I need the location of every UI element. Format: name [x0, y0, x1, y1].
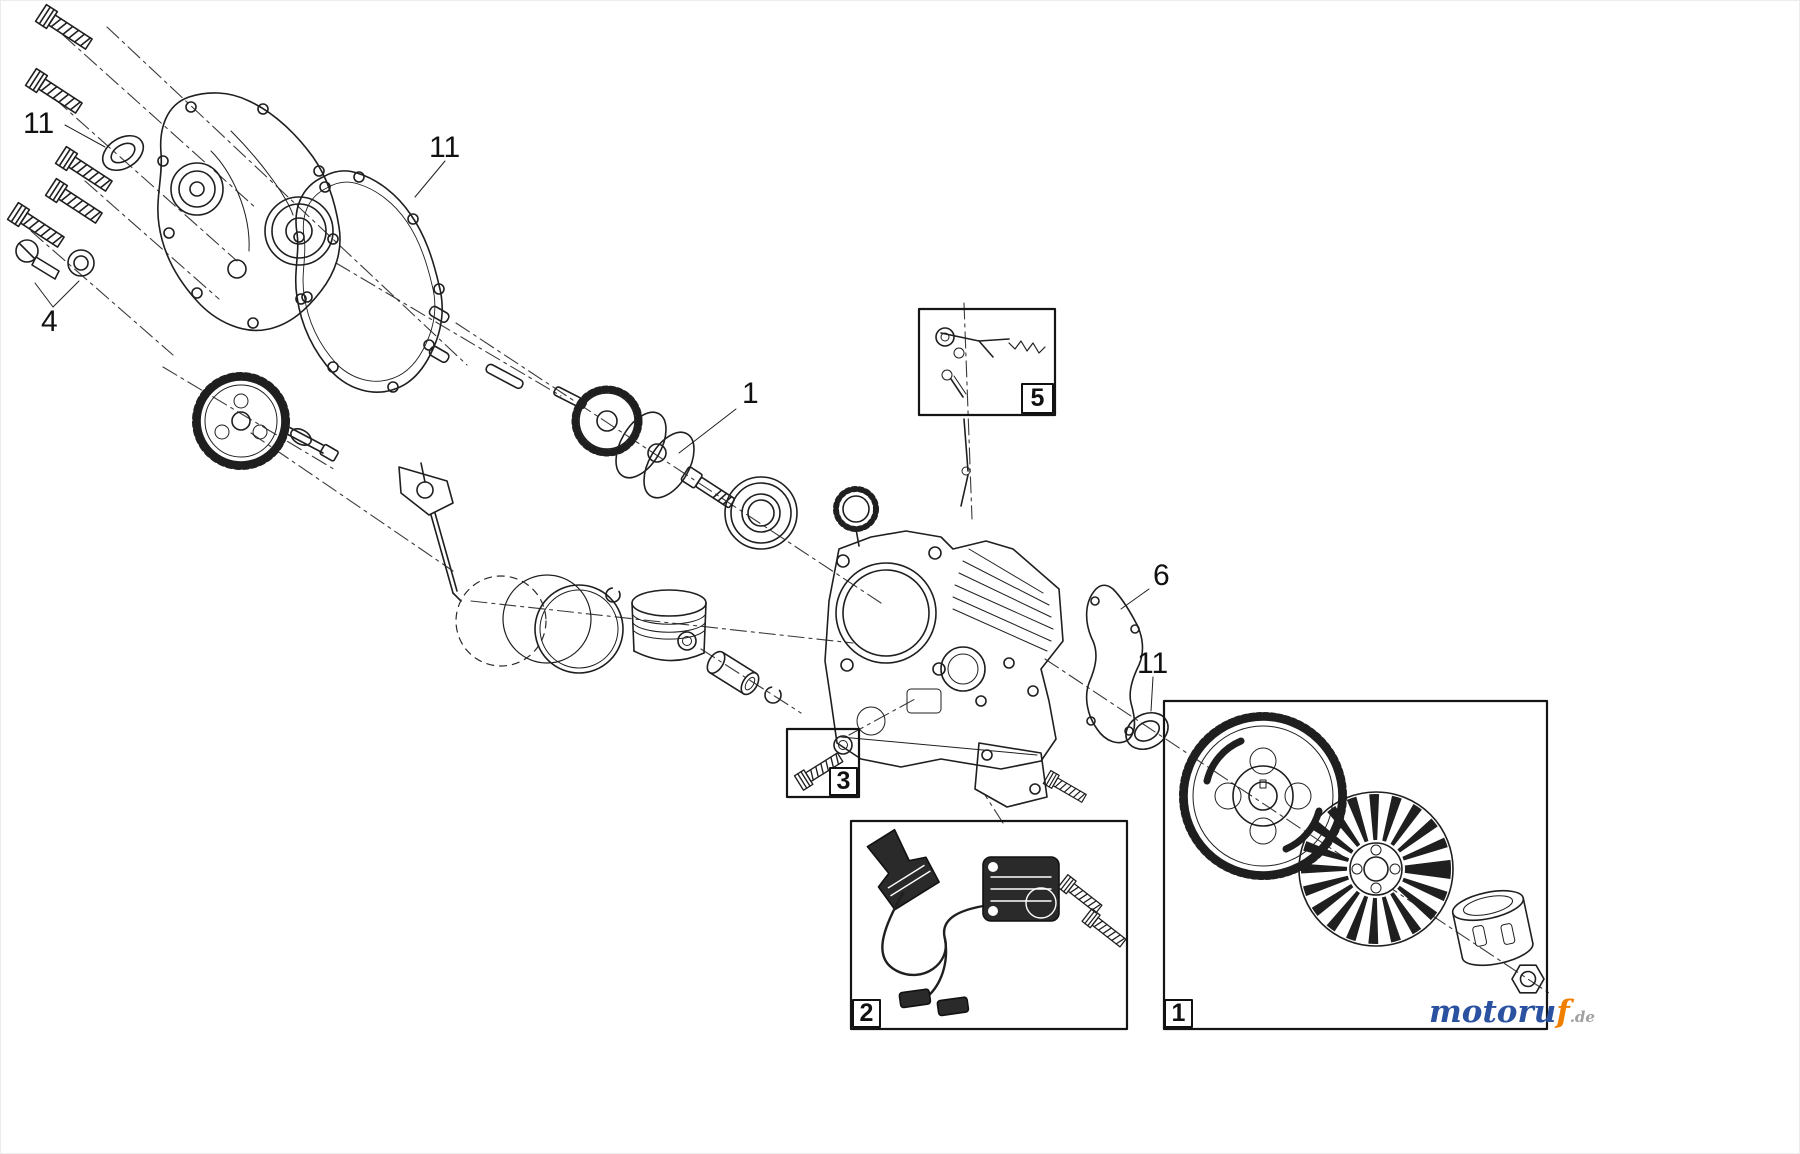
governor-shaft-arm — [398, 462, 462, 602]
coil-bolt-1 — [1057, 874, 1105, 917]
callout-oil-seal-front: 11 — [23, 107, 54, 140]
box-label-ignition: 2 — [860, 999, 874, 1027]
crankshaft-assembly — [553, 385, 737, 509]
wire-connectors — [898, 988, 970, 1017]
callout-cover-gasket: 11 — [429, 131, 460, 164]
detail-box-governor: 5 — [917, 307, 1057, 507]
piston-pin — [706, 650, 782, 704]
detail-box-bolt: 3 — [785, 727, 861, 799]
spark-plug-wire — [881, 891, 991, 999]
cylinder-block — [824, 530, 1064, 770]
detail-box-flywheel: 1 — [1162, 699, 1549, 1031]
governor-gear — [833, 486, 879, 547]
oil-seal-pto — [1125, 676, 1169, 751]
watermark-logo: motoruf.de — [1429, 994, 1595, 1030]
piston — [631, 589, 707, 662]
ignition-coil — [982, 856, 1060, 922]
box-label-flywheel: 1 — [1172, 999, 1186, 1027]
callout-oil-seal-pto: 11 — [1137, 647, 1168, 680]
cover-gasket — [293, 160, 446, 393]
oil-seal-front — [64, 124, 145, 172]
ball-bearing — [724, 476, 798, 550]
piston-rings — [455, 574, 624, 674]
box-label-bolt: 3 — [837, 767, 851, 795]
callout-cylinder-gasket: 6 — [1153, 559, 1170, 592]
watermark-suffix: .de — [1570, 1008, 1595, 1026]
watermark-main: motoru — [1429, 994, 1556, 1030]
oil-plug-and-oring — [15, 239, 95, 308]
callout-drain-plug: 4 — [41, 305, 58, 338]
engine-base-plate — [974, 742, 1089, 808]
coil-bolt-2 — [1081, 908, 1129, 951]
flange-nut — [1511, 964, 1545, 994]
dowel-pins — [428, 305, 524, 390]
watermark-accent: f — [1554, 994, 1574, 1030]
crankcase-cover — [157, 92, 341, 332]
callout-crankshaft: 1 — [742, 377, 759, 410]
spark-plug-boot — [866, 828, 940, 911]
flywheel — [1179, 712, 1347, 880]
cylinder-gasket — [1085, 584, 1150, 744]
camshaft-assembly — [192, 372, 339, 470]
cooling-fan — [1298, 791, 1454, 947]
box-label-governor: 5 — [1031, 384, 1045, 412]
starter-cup — [1451, 889, 1534, 967]
detail-box-ignition: 2 — [849, 819, 1129, 1031]
